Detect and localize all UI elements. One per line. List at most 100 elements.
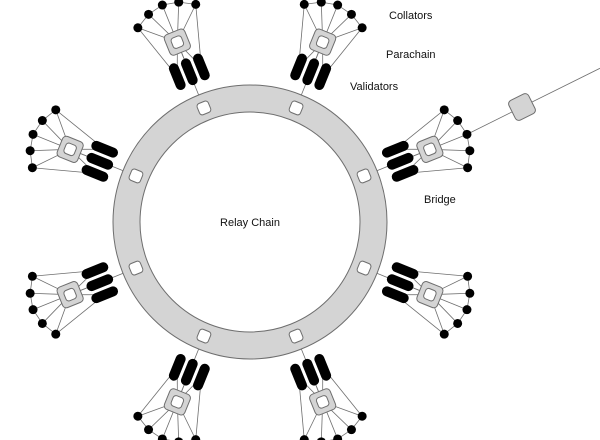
collator-node xyxy=(463,271,473,281)
validator-node xyxy=(180,58,198,86)
validator-node xyxy=(302,358,320,386)
validator-node xyxy=(86,274,114,292)
parachain-bottom-left xyxy=(133,353,210,440)
collator-node xyxy=(27,271,37,281)
validator-node xyxy=(290,363,308,391)
validator-node xyxy=(391,262,419,280)
validator-node xyxy=(314,353,332,381)
relay-slot-icon xyxy=(288,100,304,116)
bridge-link xyxy=(466,67,600,135)
collator-node xyxy=(439,329,449,339)
relay-slot-icon xyxy=(356,260,372,276)
collator-node xyxy=(333,0,343,10)
collator-node xyxy=(299,0,309,9)
validator-node xyxy=(391,164,419,182)
collator-node xyxy=(144,9,154,19)
collator-node xyxy=(453,116,463,126)
collator-node xyxy=(462,129,472,139)
bridge xyxy=(466,67,600,135)
validator-node xyxy=(168,353,186,381)
parachain-left-upper xyxy=(25,105,119,182)
collator-node xyxy=(317,437,326,440)
collator-node xyxy=(37,116,47,126)
collator-node xyxy=(174,0,184,7)
relay-chain-inner xyxy=(139,111,361,333)
collator-node xyxy=(357,411,367,421)
relay-slot-icon xyxy=(128,260,144,276)
parachain-hub-inner xyxy=(170,395,185,409)
collator-node xyxy=(316,0,326,7)
parachain-hub-inner xyxy=(423,287,437,302)
collator-node xyxy=(51,329,61,339)
relay-slot-icon xyxy=(196,328,212,344)
validator-node xyxy=(81,262,109,280)
collator-node xyxy=(346,425,356,435)
parachain-label: Parachain xyxy=(386,49,436,61)
validator-node xyxy=(302,58,320,86)
validator-node xyxy=(192,363,210,391)
relay-slot-icon xyxy=(196,100,212,116)
collator-node xyxy=(28,305,38,315)
collator-node xyxy=(25,146,35,156)
validator-node xyxy=(314,63,332,91)
validator-node xyxy=(386,152,414,170)
collator-node xyxy=(346,9,356,19)
relay-slot-icon xyxy=(128,168,144,184)
validator-node xyxy=(192,53,210,81)
parachain-right-lower xyxy=(381,262,475,339)
parachain-hub-inner xyxy=(315,35,330,49)
collator-node xyxy=(157,434,167,440)
parachains xyxy=(25,0,475,440)
parachain-left-lower xyxy=(25,262,119,339)
relay-chain-slots xyxy=(128,100,372,344)
validator-node xyxy=(168,63,186,91)
collator-node xyxy=(453,318,463,328)
relay-slot-icon xyxy=(356,168,372,184)
collator-node xyxy=(37,318,47,328)
collator-node xyxy=(28,129,38,139)
collator-node xyxy=(25,288,35,298)
parachain-top-right xyxy=(290,0,367,91)
parachain-hub-inner xyxy=(63,287,77,302)
validator-node xyxy=(91,140,119,158)
relay-chain-label: Relay Chain xyxy=(220,217,280,229)
collator-node xyxy=(333,434,343,440)
collator-node xyxy=(439,105,449,115)
validator-node xyxy=(81,164,109,182)
collator-node xyxy=(157,0,167,10)
validator-node xyxy=(381,286,409,304)
parachain-hub-inner xyxy=(423,142,437,157)
bridge-label: Bridge xyxy=(424,194,456,206)
validator-node xyxy=(381,140,409,158)
collator-node xyxy=(465,288,475,298)
validator-node xyxy=(86,152,114,170)
collator-node xyxy=(462,305,472,315)
parachain-hub-inner xyxy=(315,395,330,409)
validator-node xyxy=(180,358,198,386)
collator-node xyxy=(465,146,475,156)
collator-node xyxy=(51,105,61,115)
collator-node xyxy=(191,435,201,440)
parachain-hub-inner xyxy=(63,142,77,157)
collator-node xyxy=(463,163,473,173)
collators-label: Collators xyxy=(389,10,433,22)
collator-node xyxy=(357,23,367,33)
validator-node xyxy=(91,286,119,304)
collator-node xyxy=(27,163,37,173)
collator-node xyxy=(191,0,201,9)
collator-node xyxy=(144,425,154,435)
parachain-bottom-right xyxy=(290,353,367,440)
relay-chain-ring xyxy=(112,84,388,360)
parachain-right-upper xyxy=(381,105,475,182)
validator-node xyxy=(386,274,414,292)
validators-label: Validators xyxy=(350,81,399,93)
parachain-hub-inner xyxy=(170,35,185,49)
bridge-node-icon xyxy=(508,93,536,121)
relay-slot-icon xyxy=(288,328,304,344)
collator-node xyxy=(299,435,309,440)
collator-node xyxy=(174,437,183,440)
validator-node xyxy=(290,53,308,81)
collator-node xyxy=(133,23,143,33)
parachain-top-left xyxy=(133,0,210,91)
